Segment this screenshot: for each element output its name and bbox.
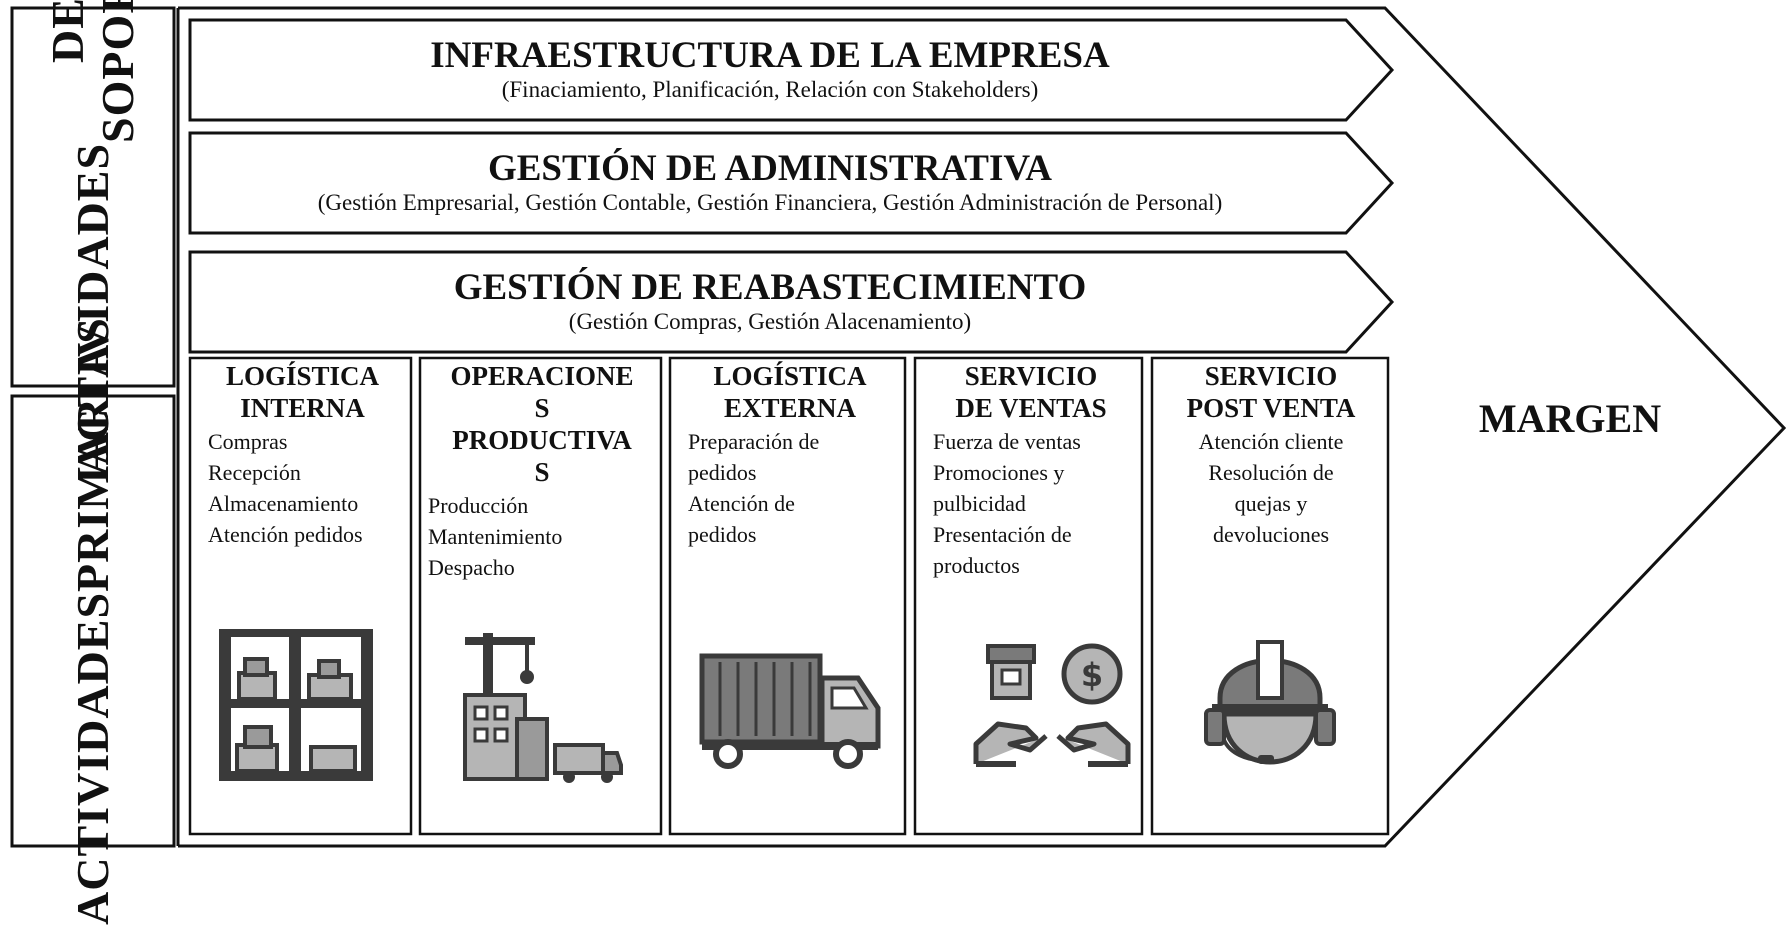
column-heading: LOGÍSTICA	[225, 361, 380, 391]
primary-label-box	[10, 394, 176, 848]
list-item: devoluciones	[1212, 522, 1330, 547]
primary-box-3	[668, 356, 907, 836]
list-item: Mantenimiento	[428, 524, 563, 549]
column-heading: PRODUCTIVA	[452, 425, 632, 455]
column-heading: POST VENTA	[1186, 393, 1356, 423]
primary-box-4	[913, 356, 1144, 836]
margin-label: MARGEN	[1478, 396, 1662, 441]
svg-text:$: $	[1081, 656, 1103, 694]
support-band-1-shape	[188, 18, 1395, 122]
list-item: pedidos	[688, 522, 757, 547]
list-item: Promociones y	[933, 460, 1065, 485]
list-item: Producción	[428, 493, 529, 518]
margin-arrow	[178, 6, 1786, 848]
support-band-2-shape	[188, 131, 1395, 235]
support-label-line-2: DE SOPORTE	[42, 0, 143, 144]
list-item: Preparación de	[688, 429, 820, 454]
customer-support-icon	[1204, 640, 1336, 765]
factory-crane-icon	[463, 633, 623, 783]
list-item: Compras	[208, 429, 288, 454]
column-heading: INTERNA	[240, 393, 365, 423]
primary-servicio-post-venta: SERVICIO POST VENTA Atención cliente Res…	[1160, 360, 1382, 830]
band-subtitle: (Finaciamiento, Planificación, Relación …	[501, 77, 1039, 102]
list-item: Atención pedidos	[208, 522, 363, 547]
band-title: GESTIÓN DE REABASTECIMIENTO	[453, 267, 1087, 308]
delivery-truck-icon	[699, 653, 881, 769]
list-item: pedidos	[688, 460, 757, 485]
list-item: Recepción	[208, 460, 301, 485]
column-heading: S	[534, 457, 550, 487]
column-heading: EXTERNA	[723, 393, 857, 423]
list-item: pulbicidad	[933, 491, 1026, 516]
column-items: Compras Recepción Almacenamiento Atenció…	[200, 426, 405, 550]
sales-hands-icon: $	[973, 643, 1131, 767]
primary-box-2	[418, 356, 663, 836]
column-heading: SERVICIO	[964, 361, 1098, 391]
column-heading: SERVICIO	[1204, 361, 1338, 391]
band-subtitle: (Gestión Empresarial, Gestión Contable, …	[317, 190, 1223, 215]
list-item: Fuerza de ventas	[933, 429, 1081, 454]
band-title: INFRAESTRUCTURA DE LA EMPRESA	[430, 35, 1110, 76]
list-item: Despacho	[428, 555, 515, 580]
primary-box-5	[1150, 356, 1390, 836]
column-heading: OPERACIONE	[450, 361, 634, 391]
primary-servicio-ventas: SERVICIO DE VENTAS Fuerza de ventas Prom…	[925, 360, 1137, 830]
list-item: productos	[933, 553, 1020, 578]
primary-logistica-externa: LOGÍSTICA EXTERNA Preparación de pedidos…	[680, 360, 900, 830]
column-heading: S	[534, 393, 550, 423]
list-item: Presentación de	[933, 522, 1072, 547]
support-band-infraestructura: INFRAESTRUCTURA DE LA EMPRESA (Finaciami…	[190, 36, 1350, 104]
value-chain-frame	[10, 6, 1786, 848]
column-items: Preparación de pedidos Atención de pedid…	[680, 426, 900, 550]
primary-box-1	[188, 356, 413, 836]
band-subtitle: (Gestión Compras, Gestión Alacenamiento)	[568, 309, 972, 334]
column-items: Fuerza de ventas Promociones y pulbicida…	[925, 426, 1137, 581]
list-item: Atención cliente	[1198, 429, 1344, 454]
column-items: Producción Mantenimiento Despacho	[428, 490, 656, 583]
support-band-administrativa: GESTIÓN DE ADMINISTRATIVA (Gestión Empre…	[190, 149, 1350, 217]
column-heading: DE VENTAS	[955, 393, 1107, 423]
primary-operaciones-productivas: OPERACIONE S PRODUCTIVA S Producción Man…	[428, 360, 656, 830]
primary-logistica-interna: LOGÍSTICA INTERNA Compras Recepción Alma…	[200, 360, 405, 830]
band-title: GESTIÓN DE ADMINISTRATIVA	[487, 148, 1053, 189]
support-band-reabastecimiento: GESTIÓN DE REABASTECIMIENTO (Gestión Com…	[190, 268, 1350, 336]
primary-activities-label: ACTIVIDADES PRIMARIAS	[14, 317, 172, 925]
column-heading: LOGÍSTICA	[713, 361, 867, 391]
column-items: Atención cliente Resolución de quejas y …	[1160, 426, 1382, 550]
primary-label-line-2: PRIMARIAS	[67, 317, 118, 592]
primary-label-line-1: ACTIVIDADES	[67, 591, 118, 925]
list-item: Atención de	[688, 491, 795, 516]
list-item: Almacenamiento	[208, 491, 359, 516]
list-item: quejas y	[1234, 491, 1308, 516]
warehouse-shelves-icon	[219, 629, 373, 781]
list-item: Resolución de	[1208, 460, 1334, 485]
support-band-3-shape	[188, 250, 1395, 354]
support-label-box	[10, 6, 176, 388]
